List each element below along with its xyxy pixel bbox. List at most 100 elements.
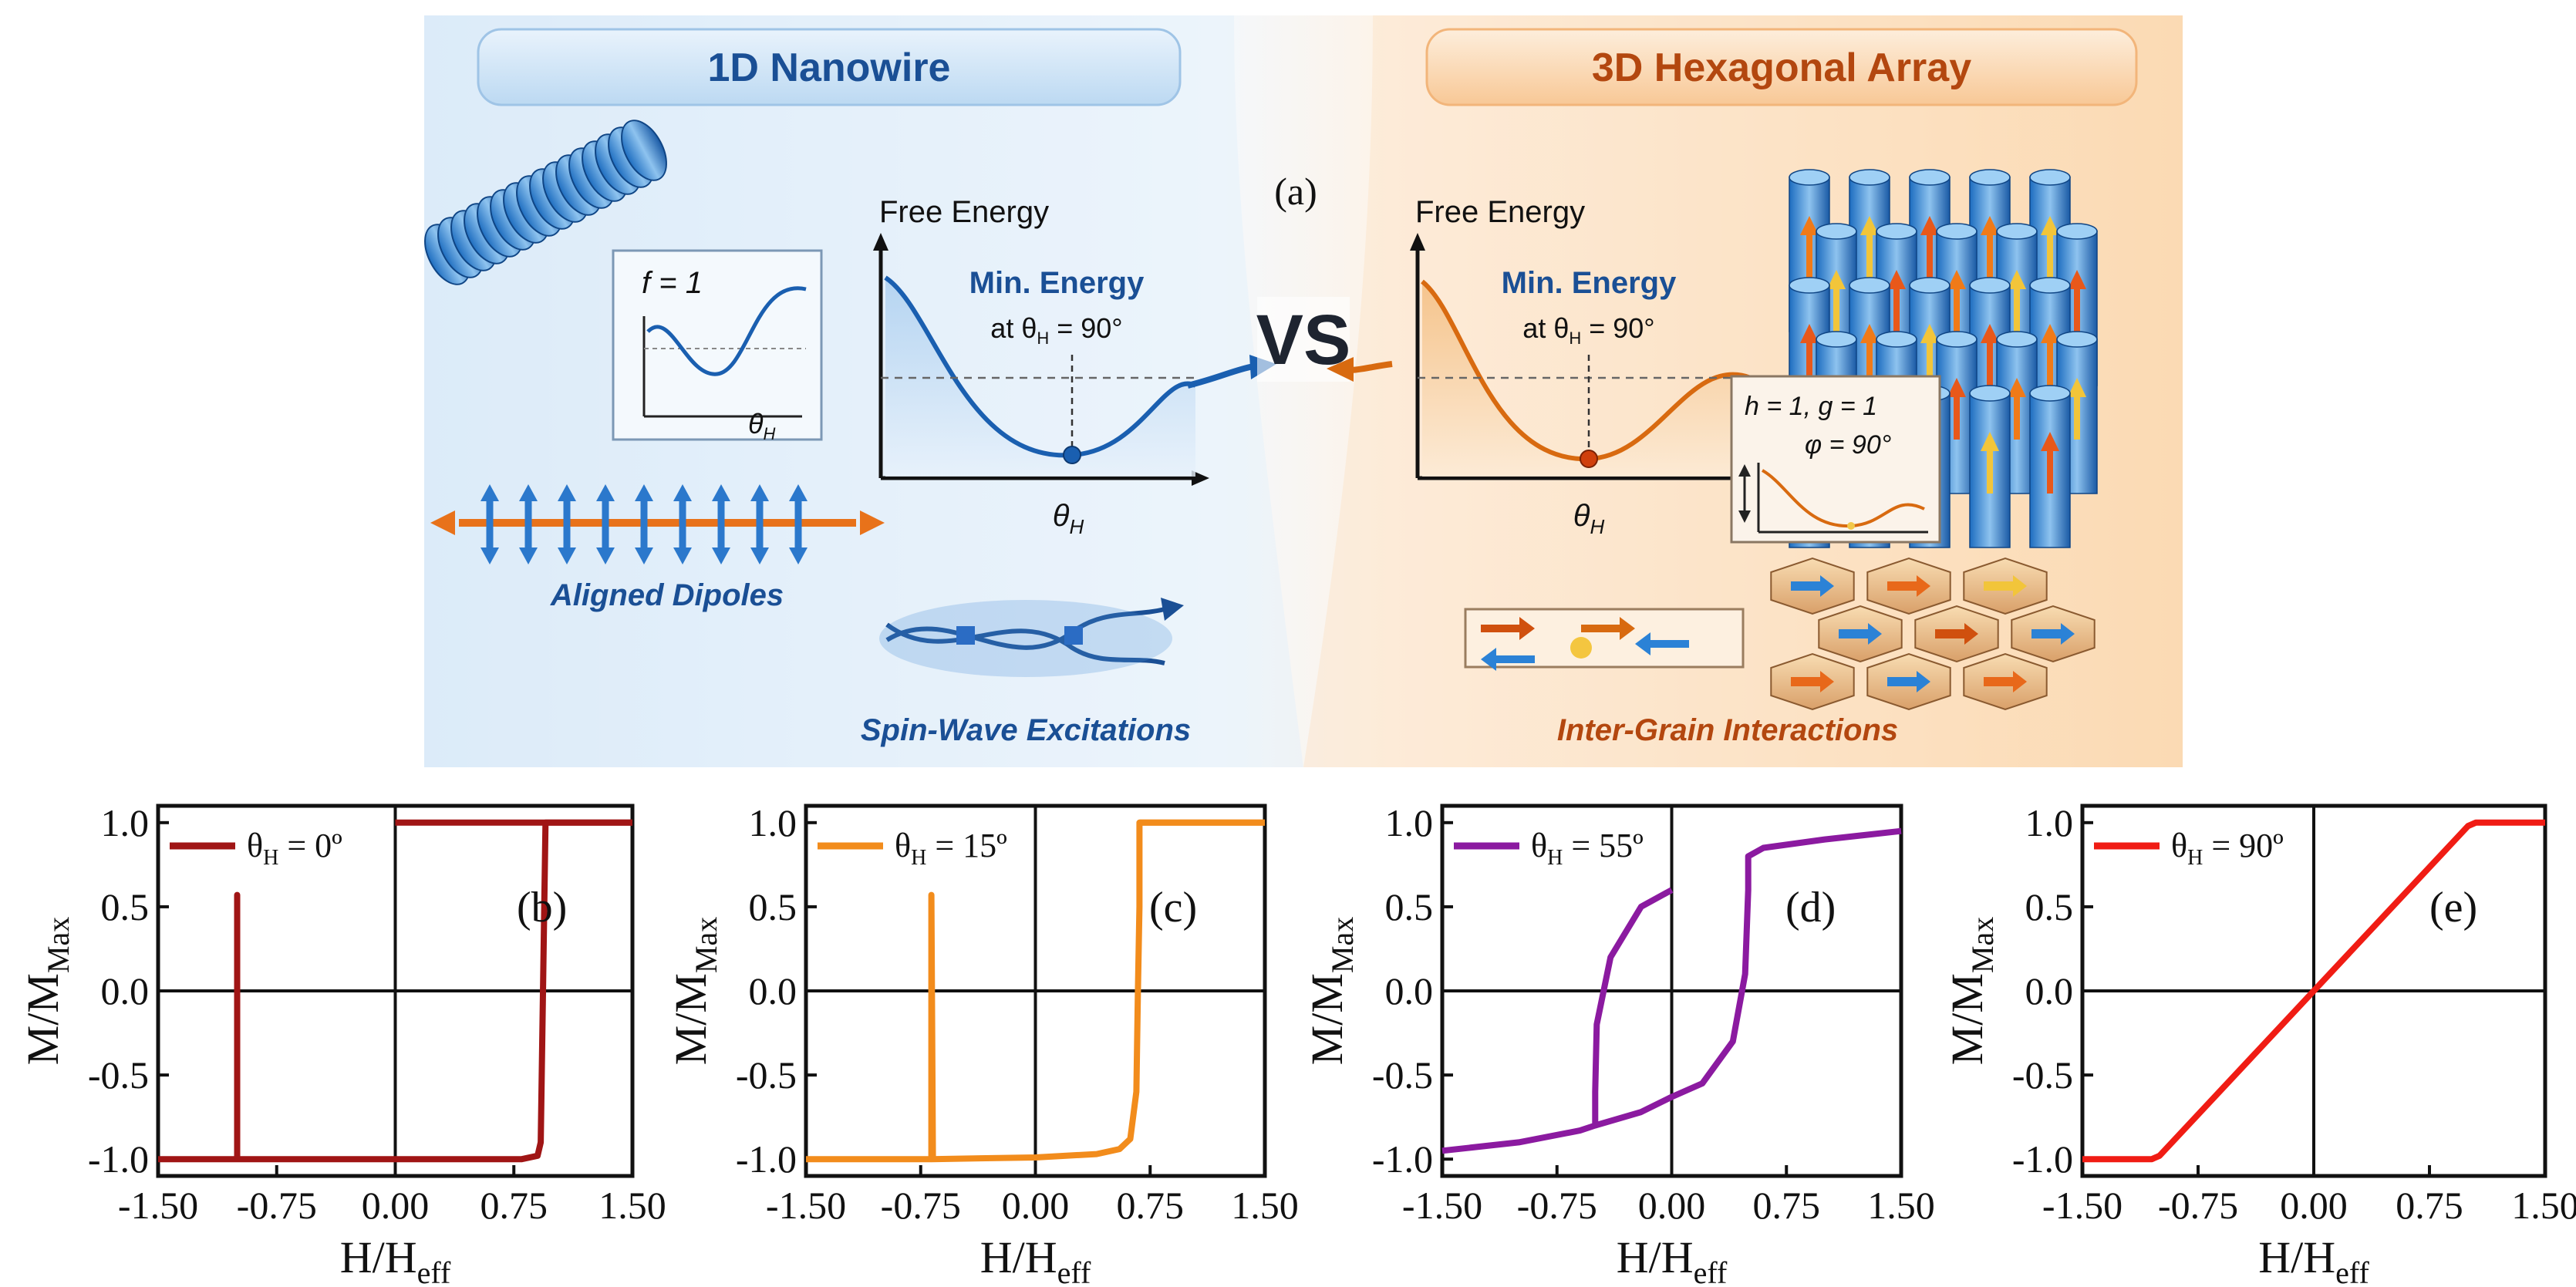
- y-axis-title: M/MMax: [1942, 917, 2000, 1066]
- legend-label: θH = 55º: [1531, 827, 1644, 870]
- y-tick-label: 0.0: [749, 969, 797, 1012]
- y-tick-label: 0.5: [1385, 885, 1434, 928]
- right-title-pill: [1425, 28, 2138, 106]
- y-tick-label: -1.0: [1372, 1137, 1433, 1181]
- x-tick-label: -1.50: [118, 1184, 198, 1227]
- hysteresis-branch-lower: [2082, 819, 2545, 1163]
- y-tick-label: -0.5: [2012, 1053, 2073, 1097]
- chart-svg: -1.50 -0.75 0.00 0.75 1.50 1.0 0.5 0.0 -0.5 -1.0H…: [666, 801, 1299, 1287]
- inter-grain-illustration: Inter-Grain Interactions: [1464, 557, 2096, 747]
- right-inset-angle: φ = 90°: [1805, 430, 1891, 460]
- x-tick-label: 1.50: [2511, 1184, 2576, 1227]
- y-tick-label: 0.5: [749, 885, 797, 928]
- panel-label: (c): [1149, 884, 1197, 932]
- y-axis-title: M/MMax: [18, 917, 76, 1066]
- legend-label: θH = 90º: [2171, 827, 2284, 870]
- right-energy-plot: Free Energy Min. Energy at θH = 90° θH: [1327, 195, 1765, 538]
- hysteresis-branch-lower: [806, 819, 1265, 1163]
- left-energy-ylabel: Free Energy: [879, 195, 1049, 229]
- caption-aligned-dipoles: Aligned Dipoles: [550, 578, 784, 612]
- x-axis-title: H/Heff: [1617, 1232, 1728, 1287]
- right-min-energy: Min. Energy: [1502, 266, 1677, 300]
- svg-text:at θH = 90°: at θH = 90°: [990, 312, 1122, 348]
- panel-label: (b): [517, 884, 567, 932]
- x-axis-title: H/Heff: [340, 1232, 451, 1287]
- y-tick-label: -0.5: [1372, 1053, 1433, 1097]
- left-min-at-sub: H: [1037, 328, 1049, 348]
- hysteresis-branch-lower: [158, 819, 632, 1163]
- x-axis-title: H/Heff: [2258, 1232, 2369, 1287]
- y-tick-label: 1.0: [749, 801, 797, 844]
- caption-inter-grain: Inter-Grain Interactions: [1557, 713, 1898, 747]
- x-tick-label: 0.75: [1753, 1184, 1821, 1227]
- x-tick-label: 0.75: [1117, 1184, 1185, 1227]
- y-axis-title: M/MMax: [1302, 917, 1360, 1066]
- svg-text:at θH = 90°: at θH = 90°: [1522, 312, 1654, 348]
- x-tick-label: -0.75: [881, 1184, 961, 1227]
- left-min-at-suffix: = 90°: [1049, 312, 1122, 344]
- x-tick-label: 0.00: [2280, 1184, 2348, 1227]
- svg-text:θH: θH: [1573, 499, 1605, 538]
- y-tick-label: -1.0: [2012, 1137, 2073, 1181]
- panel-label-a: (a): [1274, 170, 1317, 213]
- hysteresis-branch-upper: [1594, 827, 1902, 1129]
- x-tick-label: -0.75: [1517, 1184, 1597, 1227]
- y-tick-label: 0.0: [2025, 969, 2074, 1012]
- right-energy-ylabel: Free Energy: [1415, 195, 1585, 229]
- y-tick-label: -1.0: [736, 1137, 797, 1181]
- caption-spin-waves: Spin-Wave Excitations: [861, 713, 1191, 747]
- y-tick-label: 0.5: [101, 885, 150, 928]
- y-tick-label: -0.5: [88, 1053, 149, 1097]
- right-energy-xlabel: θ: [1573, 499, 1590, 533]
- y-tick-label: 0.5: [2025, 885, 2074, 928]
- x-axis-title: H/Heff: [980, 1232, 1091, 1287]
- left-title-pill: [477, 28, 1182, 106]
- x-tick-label: 0.00: [1002, 1184, 1070, 1227]
- chart-svg: -1.50 -0.75 0.00 0.75 1.50 1.0 0.5 0.0 -0.5 -1.0H…: [18, 801, 666, 1287]
- x-tick-label: 1.50: [1867, 1184, 1935, 1227]
- right-inset-param: h = 1, g = 1: [1745, 392, 1877, 421]
- left-inset-plot: f = 1 θH: [612, 249, 823, 443]
- x-tick-label: 1.50: [1231, 1184, 1299, 1227]
- y-tick-label: -0.5: [736, 1053, 797, 1097]
- y-tick-label: 1.0: [1385, 801, 1434, 844]
- illustration-svg: 1D Nanowire 3D Hexagonal Array (a) f = 1…: [424, 15, 2183, 767]
- left-min-at: at θ: [990, 312, 1037, 344]
- x-tick-label: -1.50: [1402, 1184, 1482, 1227]
- y-tick-label: 0.0: [1385, 969, 1434, 1012]
- left-energy-plot: Free Energy Min. Energy at θH = 90° θH: [873, 195, 1276, 538]
- nanowire-illustration: [424, 120, 667, 285]
- left-inset-xlabel-sub: H: [764, 424, 776, 443]
- left-inset-param: f = 1: [642, 266, 703, 300]
- y-tick-label: -1.0: [88, 1137, 149, 1181]
- left-min-energy: Min. Energy: [969, 266, 1145, 300]
- right-energy-xlabel-sub: H: [1590, 515, 1604, 538]
- svg-text:θH: θH: [748, 408, 776, 443]
- right-title: 3D Hexagonal Array: [1592, 45, 1971, 90]
- x-tick-label: -0.75: [237, 1184, 317, 1227]
- x-tick-label: -1.50: [766, 1184, 846, 1227]
- hysteresis-branch-lower: [1441, 887, 1674, 1154]
- left-energy-xlabel: θ: [1053, 499, 1070, 533]
- x-tick-label: 1.50: [598, 1184, 666, 1227]
- x-tick-label: 0.00: [362, 1184, 430, 1227]
- y-tick-label: 0.0: [101, 969, 150, 1012]
- x-tick-label: -0.75: [2158, 1184, 2238, 1227]
- panel-label: (d): [1785, 884, 1836, 932]
- left-title: 1D Nanowire: [708, 45, 951, 90]
- right-min-at: at θ: [1522, 312, 1569, 344]
- svg-text:θH: θH: [1053, 499, 1084, 538]
- legend-label: θH = 15º: [895, 827, 1007, 870]
- legend-label: θH = 0º: [247, 827, 342, 870]
- left-inset-xlabel: θ: [748, 408, 764, 440]
- y-tick-label: 1.0: [2025, 801, 2074, 844]
- aligned-dipoles-illustration: Aligned Dipoles: [430, 484, 885, 612]
- x-tick-label: 0.75: [480, 1184, 548, 1227]
- x-tick-label: -1.50: [2042, 1184, 2123, 1227]
- y-tick-label: 1.0: [101, 801, 150, 844]
